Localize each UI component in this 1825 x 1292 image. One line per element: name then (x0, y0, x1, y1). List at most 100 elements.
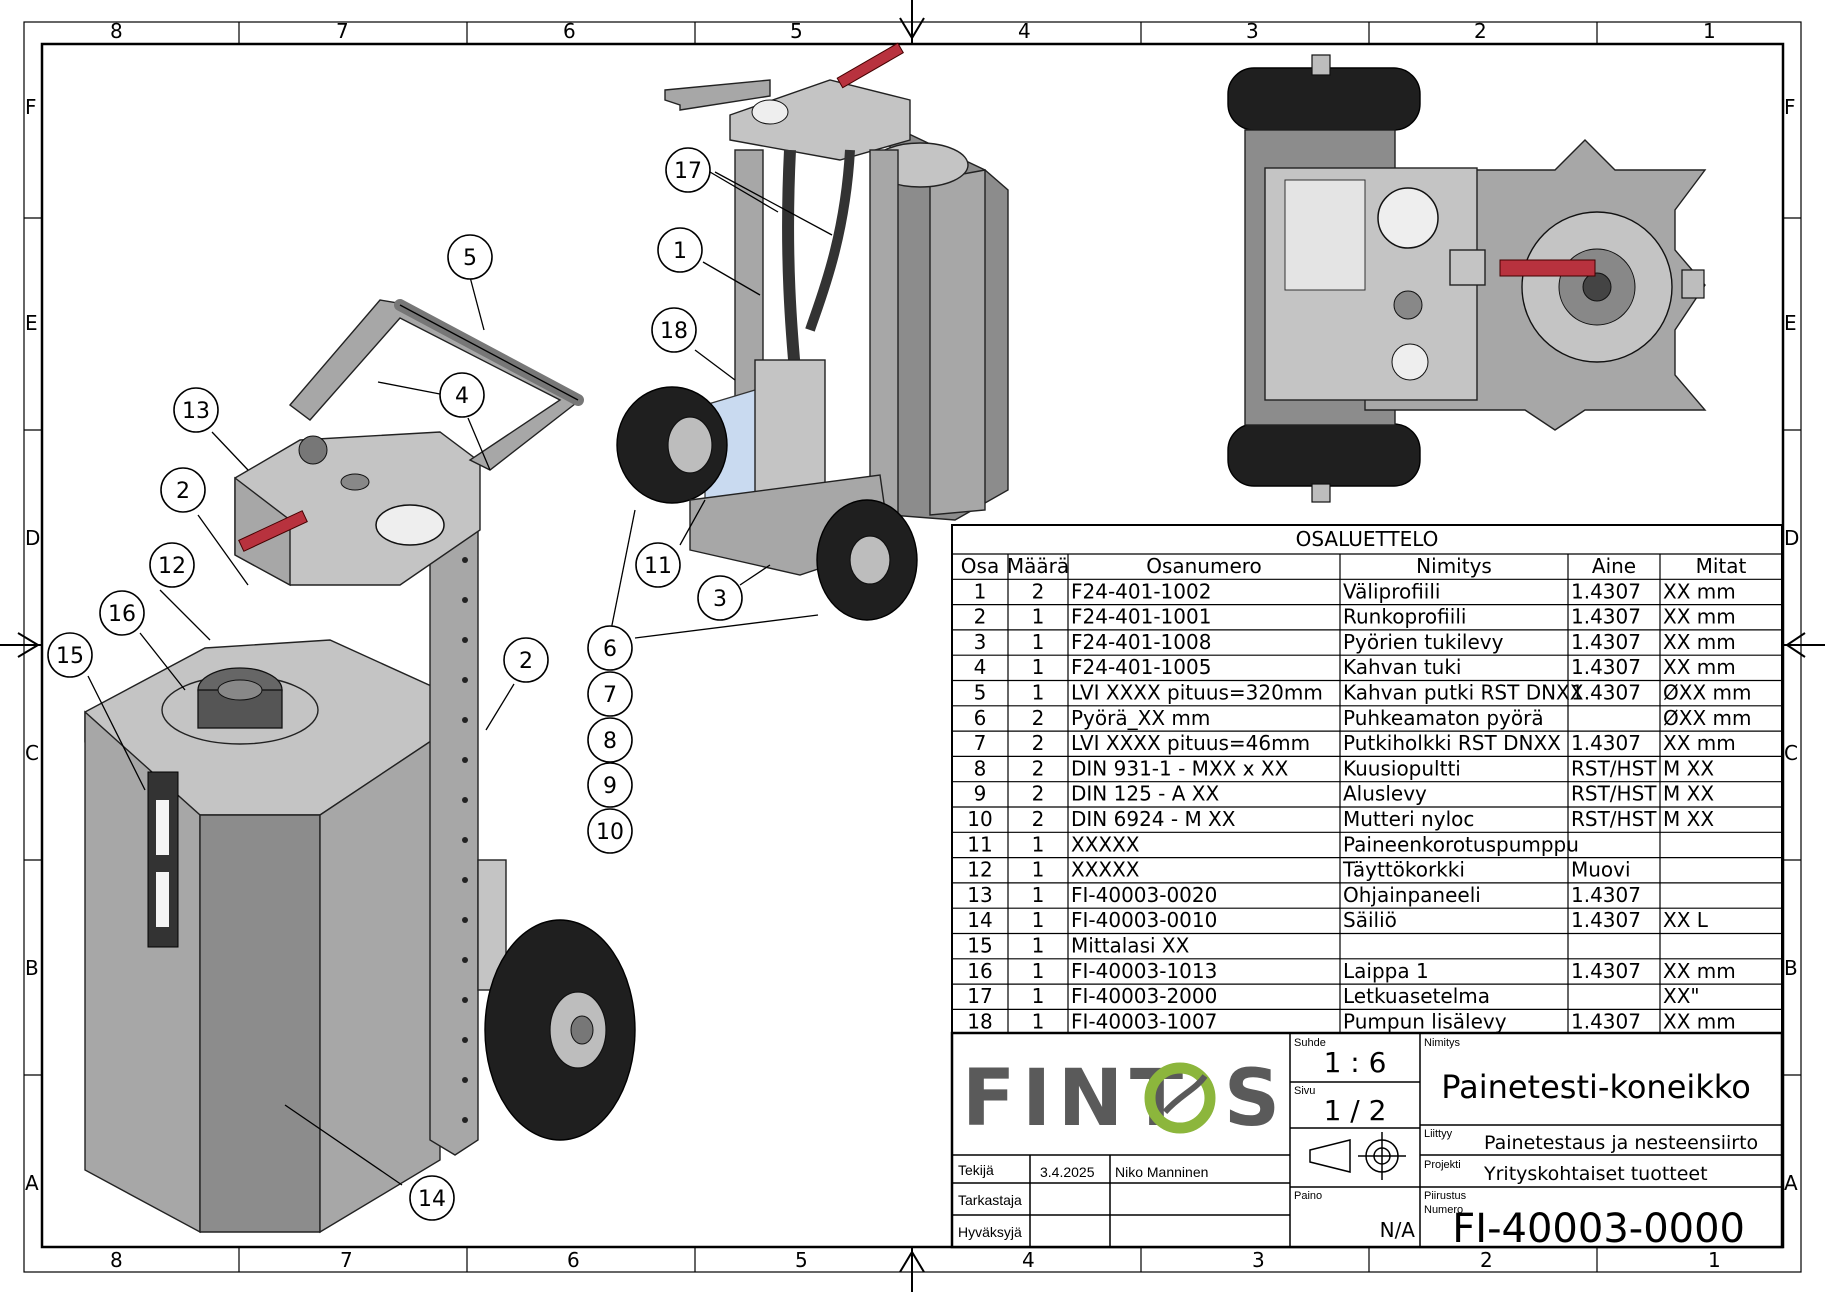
bom-cell: XX mm (1663, 655, 1736, 679)
bom-cell: ØXX mm (1663, 706, 1751, 730)
bom-title: OSALUETTELO (1296, 527, 1439, 551)
bom-cell: Runkoprofiili (1343, 605, 1466, 629)
zone-col-label: 7 (340, 1248, 353, 1272)
bom-cell: 6 (974, 706, 987, 730)
callout-balloon: 3 (697, 575, 743, 621)
zone-col-label: 1 (1703, 19, 1716, 43)
leader-lines (87, 171, 833, 1186)
svg-text:1: 1 (673, 239, 687, 264)
bom-cell: 1 (1032, 908, 1045, 932)
zone-row-label: A (25, 1171, 39, 1195)
wheel-axle-nut (570, 1015, 594, 1045)
top-wheel-top (1227, 67, 1421, 131)
svg-text:4: 4 (455, 384, 469, 409)
bom-cell: 4 (974, 655, 987, 679)
svg-text:12: 12 (158, 554, 186, 579)
bom-header-cell: Määrä (1007, 554, 1069, 578)
top-valve-body (1449, 249, 1486, 286)
bom-cell: 1.4307 (1571, 579, 1641, 603)
rear-wheel-left-hub (667, 416, 713, 474)
top-pressure-gauge-icon (1377, 187, 1439, 249)
bom-cell: Pumpun lisälevy (1343, 1009, 1507, 1033)
bom-cell: LVI XXXX pituus=320mm (1071, 681, 1323, 705)
bom-cell: 7 (974, 731, 987, 755)
liittyy-label: Liittyy (1424, 1128, 1453, 1140)
bom-cell: FI-40003-1007 (1071, 1009, 1217, 1033)
bom-header-cell: Nimitys (1416, 554, 1492, 578)
svg-text:14: 14 (418, 1187, 446, 1212)
bom-cell: XXXXX (1071, 858, 1140, 882)
tank-right-face (319, 733, 441, 1234)
callout-balloon: 2 (160, 467, 206, 513)
zone-row-label: A (1784, 1171, 1798, 1195)
suhde-value: 1 : 6 (1324, 1046, 1387, 1079)
callout-balloon: 11 (635, 542, 681, 588)
top-pump-area (1284, 179, 1366, 291)
bom-cell: Laippa 1 (1343, 959, 1429, 983)
bom-cell: RST/HST (1571, 807, 1657, 831)
bom-cell: Aluslevy (1343, 782, 1427, 806)
liittyy-value: Painetestaus ja nesteensiirto (1484, 1132, 1758, 1154)
bom-cell: FI-40003-0020 (1071, 883, 1217, 907)
projection-symbol-icon (1309, 1132, 1406, 1180)
nimitys-label: Nimitys (1424, 1037, 1461, 1049)
top-drain-fitting (1681, 269, 1705, 299)
bom-cell: Puhkeamaton pyörä (1343, 706, 1544, 730)
bom-header-cell: Mitat (1696, 554, 1747, 578)
zone-col-label: 8 (110, 1248, 123, 1272)
zone-row-label: B (1784, 956, 1798, 980)
sivu-value: 1 / 2 (1324, 1094, 1387, 1127)
svg-text:5: 5 (463, 246, 477, 271)
top-button-icon (1393, 290, 1423, 320)
bom-cell: 2 (1032, 756, 1045, 780)
projekti-value: Yrityskohtaiset tuotteet (1483, 1163, 1708, 1185)
zone-col-label: 4 (1022, 1248, 1035, 1272)
paino-label: Paino (1294, 1190, 1322, 1202)
bom-header-cell: Osanumero (1146, 554, 1262, 578)
zone-col-label: 3 (1252, 1248, 1265, 1272)
sivu-label: Sivu (1294, 1085, 1315, 1097)
bom-cell: 1.4307 (1571, 731, 1641, 755)
drawing-number: FI-40003-0000 (1452, 1206, 1745, 1252)
svg-text:7: 7 (603, 683, 617, 708)
bom-cell: Täyttökorkki (1342, 858, 1465, 882)
paino-value: N/A (1380, 1218, 1416, 1242)
zone-row-label: D (25, 526, 40, 550)
zone-col-label: 5 (790, 19, 803, 43)
zone-labels: 8 7 6 5 4 3 2 1 8 7 6 5 4 3 2 1 F E D C … (25, 19, 1799, 1272)
top-wheel-bottom (1227, 423, 1421, 487)
bom-cell: Kahvan putki RST DNXX (1343, 681, 1584, 705)
svg-text:6: 6 (603, 637, 617, 662)
svg-text:9: 9 (603, 774, 617, 799)
piirustus-label: Piirustus (1424, 1190, 1467, 1202)
bom-cell: 9 (974, 782, 987, 806)
bom-cell: Mutteri nyloc (1343, 807, 1474, 831)
rear-handle (664, 79, 771, 111)
rear-gauge-icon (751, 99, 789, 125)
zone-row-label: F (1784, 95, 1796, 119)
callout-balloon: 6 (587, 625, 633, 671)
callout-balloon: 13 (173, 387, 219, 433)
title-block: FINT S Suhde 1 : 6 Sivu 1 / 2 Nimitys Pa… (950, 1031, 1784, 1252)
bom-cell: 1.4307 (1571, 605, 1641, 629)
zone-col-label: 1 (1708, 1248, 1721, 1272)
bom-cell: 2 (1032, 782, 1045, 806)
bom-cell: XX" (1663, 984, 1700, 1008)
svg-text:15: 15 (56, 644, 84, 669)
bom-cell: 17 (967, 984, 992, 1008)
bom-cell: LVI XXXX pituus=46mm (1071, 731, 1310, 755)
bom-cell: XX mm (1663, 959, 1736, 983)
bom-cell: FI-40003-1013 (1071, 959, 1217, 983)
zone-col-label: 7 (336, 19, 349, 43)
bom-cell: M XX (1663, 807, 1714, 831)
bom-cell: Kuusiopultti (1343, 756, 1461, 780)
bom-cell: RST/HST (1571, 782, 1657, 806)
callout-balloon: 2 (503, 637, 549, 683)
bom-cell: 15 (967, 934, 992, 958)
bom-cell: 1.4307 (1571, 908, 1641, 932)
bom-cell: 12 (967, 858, 992, 882)
hose-assembly (805, 149, 855, 332)
callout-balloon: 16 (99, 590, 145, 636)
callout-balloon: 7 (587, 671, 633, 717)
